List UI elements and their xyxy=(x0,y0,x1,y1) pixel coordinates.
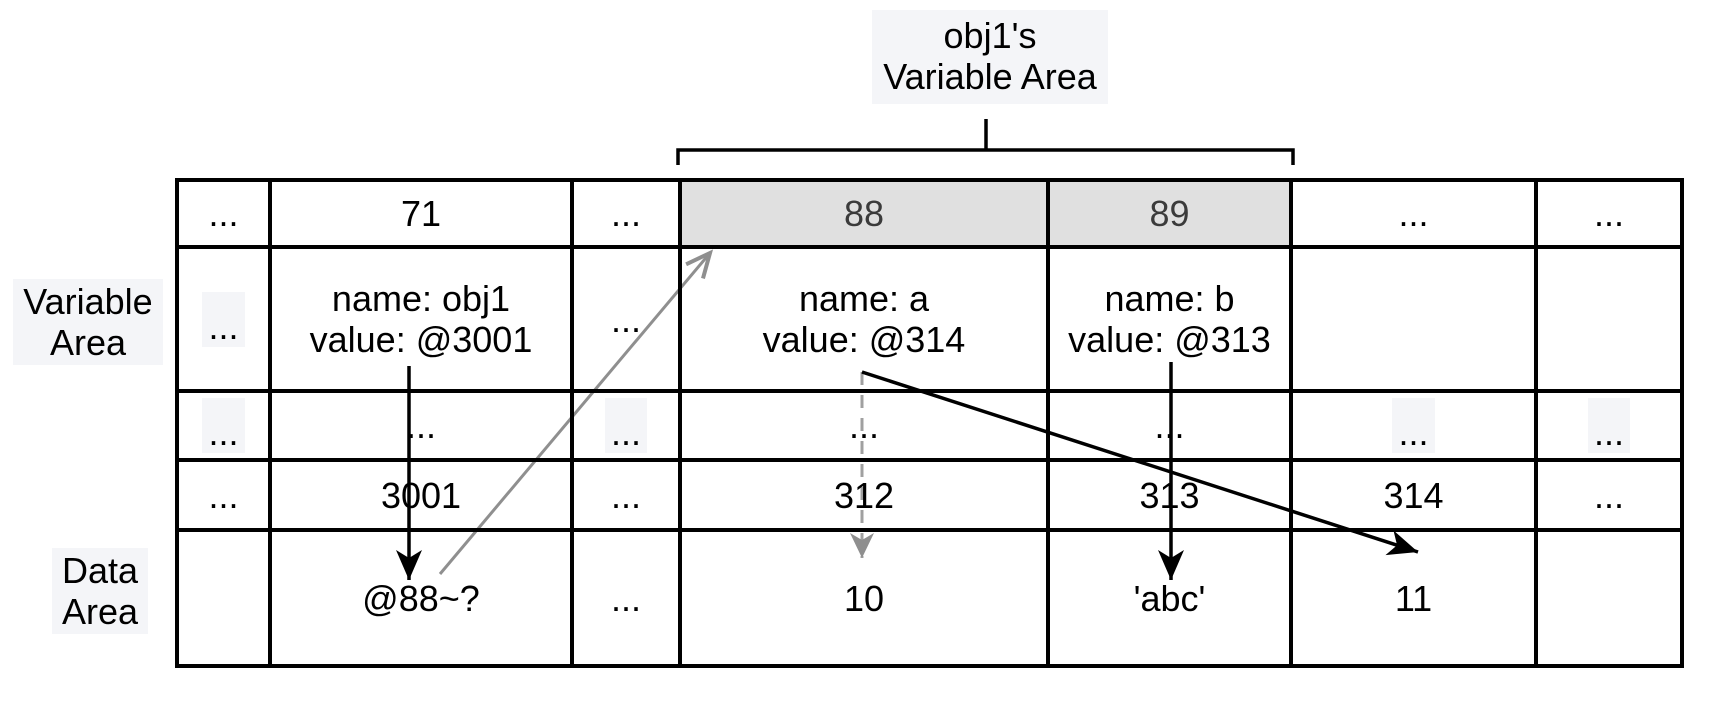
cell-address-314: 314 xyxy=(1291,460,1536,530)
cell-data-313: 'abc' xyxy=(1048,530,1291,666)
cell-data-312: 10 xyxy=(680,530,1048,666)
obj1-label-line1: obj1's xyxy=(943,15,1037,56)
memory-table: ... 71 ... 88 89 ... ... ... name: obj1 … xyxy=(175,178,1684,668)
ellipsis-text: ... xyxy=(604,398,647,453)
cell-data-314: 11 xyxy=(1291,530,1536,666)
cell-address-313: 313 xyxy=(1048,460,1291,530)
ellipsis-text: ... xyxy=(202,291,245,347)
cell-ellipsis: ... xyxy=(1048,391,1291,460)
ellipsis-text: ... xyxy=(1392,398,1435,453)
cell-ellipsis: ... xyxy=(1291,391,1536,460)
cell-empty xyxy=(177,530,270,666)
variable-area-label-bg: Variable Area xyxy=(13,279,163,365)
cell-ellipsis: ... xyxy=(572,530,680,666)
obj1-label-line2: Variable Area xyxy=(883,56,1097,97)
cell-variable-a: name: a value: @314 xyxy=(680,247,1048,391)
cell-address-3001: 3001 xyxy=(270,460,572,530)
cell-address-312: 312 xyxy=(680,460,1048,530)
data-area-label-bg: Data Area xyxy=(51,548,149,634)
cell-ellipsis: ... xyxy=(1536,391,1682,460)
variable-area-line2: Area xyxy=(49,322,127,363)
cell-ellipsis: ... xyxy=(572,460,680,530)
cell-ellipsis: ... xyxy=(1536,180,1682,247)
variable-area-label: Variable Area xyxy=(0,279,176,365)
variable-area-brace xyxy=(676,119,1295,165)
cell-variable-b: name: b value: @313 xyxy=(1048,247,1291,391)
cell-empty xyxy=(1536,530,1682,666)
data-area-line1: Data xyxy=(61,550,139,591)
cell-ellipsis: ... xyxy=(177,247,270,391)
cell-variable-obj1: name: obj1 value: @3001 xyxy=(270,247,572,391)
ellipsis-text: ... xyxy=(1587,398,1630,453)
cell-ellipsis: ... xyxy=(177,391,270,460)
cell-ellipsis: ... xyxy=(572,391,680,460)
cell-ellipsis: ... xyxy=(680,391,1048,460)
cell-address-71: 71 xyxy=(270,180,572,247)
cell-ellipsis: ... xyxy=(270,391,572,460)
cell-ellipsis: ... xyxy=(1291,180,1536,247)
variable-area-line1: Variable xyxy=(23,281,153,322)
cell-ellipsis: ... xyxy=(177,180,270,247)
data-area-label: Data Area xyxy=(0,548,200,634)
cell-data-3001: @88~? xyxy=(270,530,572,666)
cell-ellipsis: ... xyxy=(177,460,270,530)
cell-empty xyxy=(1291,247,1536,391)
cell-empty xyxy=(1536,247,1682,391)
ellipsis-text: ... xyxy=(202,398,245,453)
cell-address-89: 89 xyxy=(1048,180,1291,247)
cell-address-88: 88 xyxy=(680,180,1048,247)
cell-ellipsis: ... xyxy=(572,180,680,247)
data-area-line2: Area xyxy=(61,591,139,632)
cell-ellipsis: ... xyxy=(1536,460,1682,530)
obj1-variable-area-label: obj1's Variable Area xyxy=(872,10,1108,104)
cell-ellipsis: ... xyxy=(572,247,680,391)
